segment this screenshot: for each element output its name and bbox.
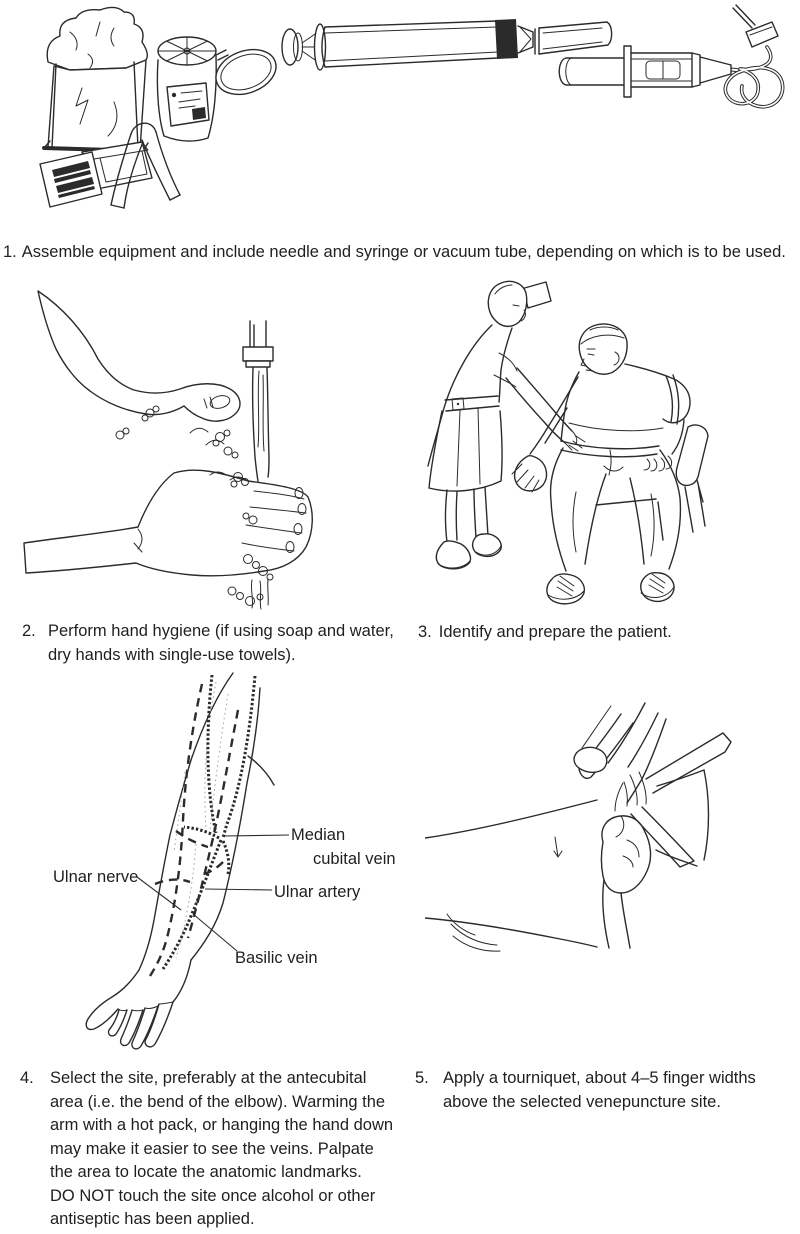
step-5-text: Apply a tourniquet, about 4–5 finger wid…: [443, 1069, 756, 1111]
step-1-text: Assemble equipment and include needle an…: [21, 243, 786, 261]
chair: [595, 374, 709, 541]
syringe-icon: [281, 19, 613, 71]
step-2-text: Perform hand hygiene (if using soap and …: [48, 622, 394, 664]
patient-fist: [600, 815, 652, 949]
equipment-illustration: [39, 4, 785, 209]
arm-anatomy-illustration: [85, 672, 290, 1050]
step-2-number: 2.: [22, 622, 36, 640]
nurse-figure: [427, 280, 586, 570]
step-4-text: Select the site, preferably at the antec…: [50, 1069, 394, 1228]
label-median-cubital-vein-line2: cubital vein: [313, 850, 396, 868]
butterfly-needle-icon: [723, 4, 785, 109]
hand-washing-illustration: [23, 290, 313, 610]
step-3: 3. Identify and prepare the patient.: [418, 621, 748, 645]
tap-icon: [242, 320, 274, 368]
tourniquet-illustration: [425, 702, 732, 952]
label-ulnar-nerve: Ulnar nerve: [53, 868, 139, 886]
step-1-number: 1.: [3, 243, 17, 261]
label-leader-lines: [136, 834, 290, 952]
label-median-cubital-vein-line1: Median: [291, 826, 346, 844]
step-5: 5. Apply a tourniquet, about 4–5 finger …: [415, 1067, 775, 1114]
step-5-number: 5.: [415, 1069, 429, 1087]
step-4-number: 4.: [20, 1069, 34, 1087]
sharps-container-icon: [156, 36, 277, 142]
water-stream: [251, 367, 270, 482]
step-2: 2. Perform hand hygiene (if using soap a…: [22, 620, 397, 667]
step-3-text: Identify and prepare the patient.: [438, 623, 672, 641]
water-drips: [250, 578, 269, 610]
label-ulnar-artery: Ulnar artery: [274, 883, 361, 901]
patient-preparation-illustration: [427, 280, 709, 605]
ribbon-icon: [110, 122, 181, 209]
vacuum-tube-holder-icon: [558, 45, 742, 98]
label-basilic-vein: Basilic vein: [235, 949, 318, 967]
alcohol-swab-packet-icon: [39, 151, 103, 208]
patient-figure: [511, 323, 691, 605]
phlebotomist-hand: [573, 702, 667, 804]
nerve-dashed-lines: [148, 683, 240, 977]
step-3-number: 3.: [418, 623, 432, 641]
step-4: 4. Select the site, preferably at the an…: [20, 1067, 400, 1232]
soap-bubbles: [115, 405, 274, 606]
vein-lines: [161, 674, 257, 970]
tourniquet-band: [614, 732, 732, 868]
dotted-muscle-lines: [173, 681, 229, 959]
hands-under-water: [23, 290, 313, 577]
patient-arm: [425, 769, 710, 952]
step-1: 1. Assemble equipment and include needle…: [3, 241, 798, 265]
